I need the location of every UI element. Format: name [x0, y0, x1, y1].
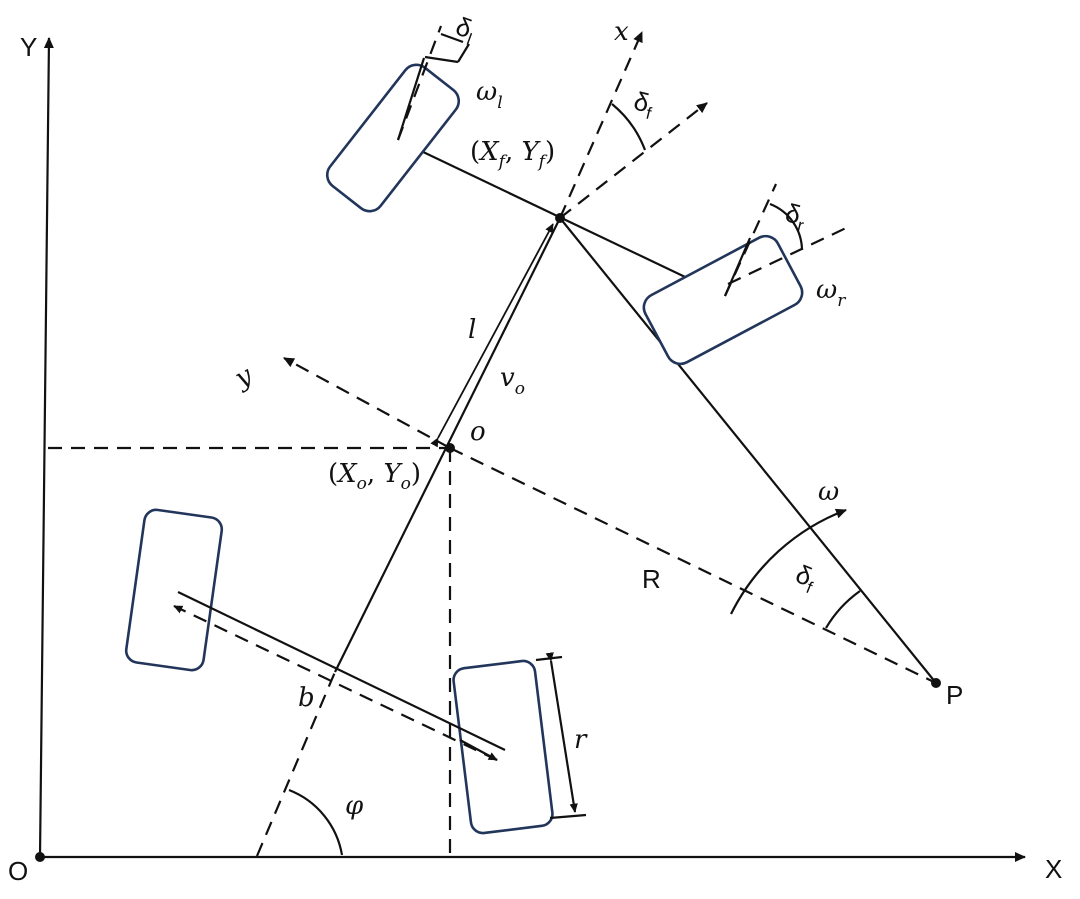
center-point-y: Y — [383, 459, 403, 489]
radius-line — [449, 447, 937, 684]
front-point-sep: , — [505, 137, 522, 167]
omega-l-subscript: l — [497, 93, 502, 113]
delta-l-subscript: l — [464, 30, 474, 49]
wheel-radius-label: r — [574, 725, 588, 755]
y-axis-label: Y — [20, 32, 37, 62]
front-point-label: (Xf, Yf) — [470, 137, 555, 172]
rear-left-wheel — [124, 508, 224, 672]
center-point-x-sub: o — [357, 474, 367, 494]
body-x-axis — [558, 31, 644, 219]
center-point-y-sub: o — [401, 474, 411, 494]
body-y-label: y — [229, 360, 257, 394]
rear-right-wheel — [452, 659, 554, 835]
origin-point — [35, 852, 45, 862]
delta-f-front-symbol: δ — [631, 86, 652, 119]
front-point-open: ( — [470, 137, 480, 167]
front-steer-direction — [559, 102, 708, 219]
origin-label: O — [8, 856, 28, 886]
delta-l-tick-left — [440, 32, 464, 44]
delta-r-subscript: r — [796, 216, 806, 236]
front-right-wheel — [642, 234, 804, 366]
wheel-radius-dimension — [545, 652, 578, 813]
point-o — [445, 443, 455, 453]
angular-velocity-arc — [730, 508, 847, 615]
front-point-x-sub: f — [497, 152, 508, 172]
front-point-close: ) — [545, 137, 555, 167]
length-label: l — [468, 315, 476, 345]
omega-l-label: ωl — [476, 77, 503, 113]
delta-f-front-label: δf — [630, 86, 657, 124]
center-point-sep: , — [367, 459, 384, 489]
point-front — [555, 213, 565, 223]
heading-line-rear — [255, 671, 337, 857]
velocity-subscript: o — [515, 379, 525, 399]
delta-f-arc-p — [825, 590, 861, 629]
length-dimension — [430, 223, 554, 448]
point-p — [931, 678, 941, 688]
delta-r-label: δr — [782, 198, 810, 236]
delta-f-p-label: δf — [790, 559, 821, 598]
track-width-label: b — [298, 683, 315, 713]
front-point-y-sub: f — [537, 152, 548, 172]
velocity-label: vo — [500, 363, 525, 399]
point-p-label: P — [946, 680, 963, 710]
center-point-open: ( — [328, 459, 338, 489]
fl-wheel-axis — [396, 57, 426, 141]
wheel-radius-bottom-tick — [549, 813, 587, 820]
wheel-radius-top-tick — [535, 655, 563, 662]
center-point-x: X — [336, 459, 358, 489]
front-point-y: Y — [522, 137, 542, 167]
delta-l-base — [424, 55, 459, 64]
x-axis-label: X — [1045, 854, 1062, 884]
fl-wheel-reference — [396, 25, 443, 141]
front-to-p-line — [559, 217, 937, 684]
delta-r-symbol: δ — [782, 198, 803, 231]
delta-f-p-subscript: f — [804, 578, 816, 597]
rear-axle-lower — [173, 605, 498, 761]
omega-r-symbol: ω — [816, 275, 837, 305]
rear-axle-upper — [177, 591, 506, 751]
center-point-label: (Xo, Yo) — [328, 459, 421, 494]
delta-l-label: δl — [451, 11, 480, 49]
fr-wheel-reference — [723, 183, 778, 297]
heading-angle-arc — [288, 788, 344, 856]
delta-l-symbol: δ — [452, 11, 476, 44]
fr-wheel-axis — [723, 237, 752, 297]
delta-f-front-subscript: f — [644, 104, 653, 124]
center-o-label: o — [470, 417, 486, 447]
delta-l-tick-right — [457, 43, 470, 63]
heading-angle-label: φ — [345, 791, 364, 821]
body-x-label: x — [614, 17, 629, 47]
center-point-close: ) — [411, 459, 421, 489]
omega-l-symbol: ω — [476, 77, 497, 107]
angular-velocity-label: ω — [818, 477, 839, 507]
delta-f-arc-front — [611, 103, 647, 151]
front-left-wheel — [325, 63, 461, 213]
omega-r-subscript: r — [837, 291, 846, 311]
y-axis — [38, 37, 54, 858]
radius-label: R — [642, 564, 661, 594]
front-point-x: X — [478, 137, 500, 167]
body-y-axis — [283, 357, 451, 449]
rear-axle-arrow-right — [459, 739, 498, 761]
omega-r-label: ωr — [816, 275, 846, 311]
delta-r-arc — [769, 202, 804, 251]
velocity-symbol: v — [500, 363, 515, 393]
delta-f-p-symbol: δ — [792, 559, 817, 592]
